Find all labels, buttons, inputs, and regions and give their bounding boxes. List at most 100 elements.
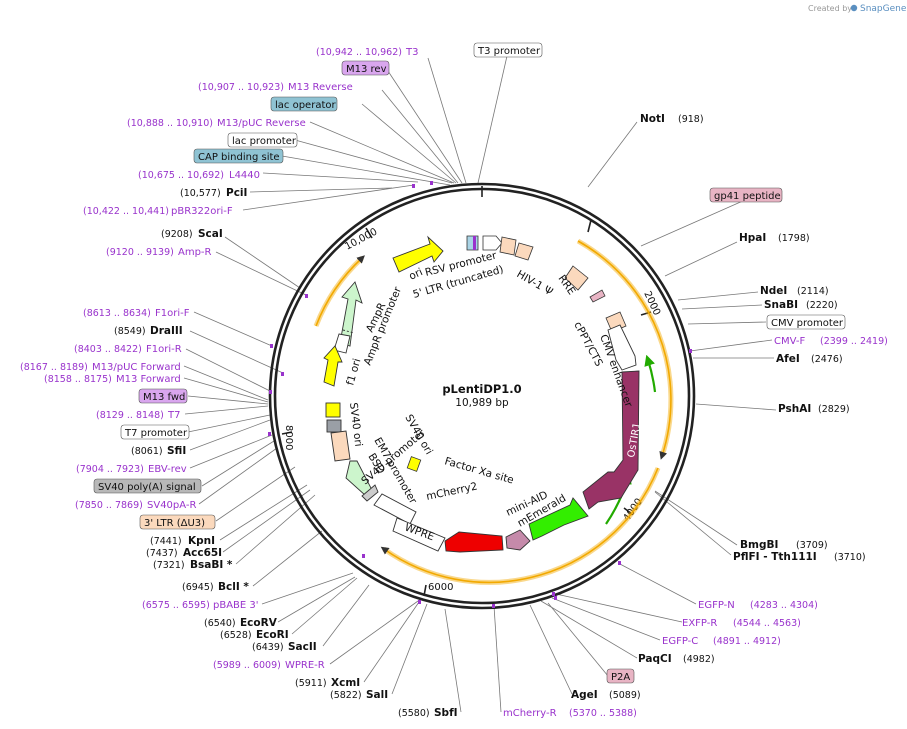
svg-text:BsaBI *: BsaBI * <box>190 559 233 571</box>
svg-text:SnaBI: SnaBI <box>764 299 798 311</box>
svg-text:(8167 .. 8189): (8167 .. 8189) <box>20 362 88 373</box>
feature-wpre <box>392 517 446 552</box>
label-f1-ori: f1 ori <box>344 357 363 387</box>
svg-text:(2114): (2114) <box>797 286 829 297</box>
svg-text:F1ori-F: F1ori-F <box>155 308 190 319</box>
svg-text:(10,422 .. 10,441): (10,422 .. 10,441) <box>83 206 169 217</box>
svg-text:M13 Forward: M13 Forward <box>116 374 181 385</box>
svg-text:WPRE-R: WPRE-R <box>285 660 325 671</box>
svg-text:P2A: P2A <box>611 672 630 683</box>
svg-text:AgeI: AgeI <box>571 689 598 701</box>
plasmid-title: pLentiDP1.0 10,989 bp <box>442 382 521 409</box>
svg-text:SalI: SalI <box>366 689 388 701</box>
svg-text:SfiI: SfiI <box>167 445 186 457</box>
label-ori: ori <box>407 266 424 283</box>
svg-text:(10,577): (10,577) <box>180 188 221 199</box>
svg-text:(2399 .. 2419): (2399 .. 2419) <box>820 336 888 347</box>
svg-text:T7 promoter: T7 promoter <box>124 428 188 439</box>
svg-text:(10,675 .. 10,692): (10,675 .. 10,692) <box>138 170 224 181</box>
svg-text:AfeI: AfeI <box>776 353 800 365</box>
feature-sv40-ori <box>325 402 341 418</box>
svg-text:Amp-R: Amp-R <box>178 247 212 258</box>
tick-8000: 8000 <box>283 425 294 450</box>
svg-text:PshAI: PshAI <box>778 403 811 415</box>
svg-text:Created by: Created by <box>808 4 852 13</box>
svg-text:(3710): (3710) <box>834 552 866 563</box>
svg-text:(5089): (5089) <box>609 690 641 701</box>
svg-text:EXFP-R: EXFP-R <box>682 618 717 629</box>
svg-text:(5580): (5580) <box>398 708 430 719</box>
svg-text:M13/pUC Forward: M13/pUC Forward <box>92 362 181 373</box>
svg-text:SacII: SacII <box>288 641 317 653</box>
feature-arrows <box>323 235 640 553</box>
svg-text:SbfI: SbfI <box>434 707 458 719</box>
tick-6000: 6000 <box>428 582 453 593</box>
svg-text:EcoRV: EcoRV <box>240 617 278 629</box>
site-dots <box>268 181 692 608</box>
feature-ostir1 <box>582 370 640 510</box>
svg-text:(7441): (7441) <box>150 536 182 547</box>
svg-text:(7437): (7437) <box>146 548 178 559</box>
feature-memerald <box>528 497 589 541</box>
svg-text:(5370 .. 5388): (5370 .. 5388) <box>569 708 637 719</box>
svg-text:EGFP-C: EGFP-C <box>662 636 698 647</box>
feature-small-grey <box>326 419 342 433</box>
svg-text:mCherry-R: mCherry-R <box>503 708 557 719</box>
svg-text:(10,942 .. 10,962): (10,942 .. 10,962) <box>316 47 402 58</box>
svg-text:(8613 .. 8634): (8613 .. 8634) <box>83 308 151 319</box>
svg-text:(10,907 .. 10,923): (10,907 .. 10,923) <box>198 82 284 93</box>
svg-text:HpaI: HpaI <box>739 232 766 244</box>
svg-text:SV40 poly(A) signal: SV40 poly(A) signal <box>98 482 196 493</box>
svg-text:XcmI: XcmI <box>331 677 360 689</box>
svg-text:(7904 .. 7923): (7904 .. 7923) <box>76 464 144 475</box>
svg-text:(6439): (6439) <box>252 642 284 653</box>
svg-text:EBV-rev: EBV-rev <box>148 464 187 475</box>
feature-mini-aid <box>505 529 531 551</box>
feature-ampr <box>339 281 363 347</box>
right-labels: T3 promoter NotI (918) gp41 peptide HpaI… <box>473 42 888 719</box>
feature-em7 <box>361 484 379 502</box>
svg-text:(2829): (2829) <box>818 404 850 415</box>
svg-text:(5911): (5911) <box>295 678 327 689</box>
svg-text:(2220): (2220) <box>806 300 838 311</box>
svg-text:(1798): (1798) <box>778 233 810 244</box>
svg-text:(8129 .. 8148): (8129 .. 8148) <box>96 410 164 421</box>
feature-mcherry2 <box>444 531 504 553</box>
svg-text:EGFP-N: EGFP-N <box>698 600 735 611</box>
plasmid-name: pLentiDP1.0 <box>442 382 521 396</box>
svg-text:SnapGene: SnapGene <box>860 4 907 14</box>
svg-text:(8061): (8061) <box>131 446 163 457</box>
svg-text:KpnI: KpnI <box>188 535 215 547</box>
svg-text:(9120 .. 9139): (9120 .. 9139) <box>106 247 174 258</box>
svg-text:F1ori-R: F1ori-R <box>146 344 182 355</box>
svg-text:(3709): (3709) <box>796 540 828 551</box>
svg-text:(4283 .. 4304): (4283 .. 4304) <box>750 600 818 611</box>
feature-ltr-block <box>330 430 351 462</box>
snapgene-logo-icon <box>850 4 858 12</box>
svg-text:PciI: PciI <box>226 187 247 199</box>
feature-ampr-promoter <box>333 333 351 354</box>
svg-text:PaqCI: PaqCI <box>638 653 672 665</box>
svg-text:CMV-F: CMV-F <box>774 336 805 347</box>
feature-bsd <box>345 460 373 497</box>
label-hiv-psi: HIV-1 Ψ <box>515 268 555 298</box>
svg-text:(4891 .. 4912): (4891 .. 4912) <box>713 636 781 647</box>
svg-text:(7850 .. 7869): (7850 .. 7869) <box>75 500 143 511</box>
svg-text:PflFI - Tth111I: PflFI - Tth111I <box>733 551 817 563</box>
svg-text:(10,888 .. 10,910): (10,888 .. 10,910) <box>127 118 213 129</box>
svg-text:ScaI: ScaI <box>198 228 223 240</box>
svg-text:lac operator: lac operator <box>275 100 336 111</box>
svg-text:(6540): (6540) <box>204 618 236 629</box>
svg-text:(5989 .. 6009): (5989 .. 6009) <box>213 660 281 671</box>
label-mcherry2: mCherry2 <box>425 480 478 503</box>
label-factor-xa: Factor Xa site <box>443 455 515 486</box>
snapgene-credit: Created by SnapGene <box>808 4 907 14</box>
svg-text:lac promoter: lac promoter <box>232 136 297 147</box>
svg-text:M13 rev: M13 rev <box>346 64 387 75</box>
svg-text:DraIII: DraIII <box>150 325 183 337</box>
svg-text:3' LTR (ΔU3): 3' LTR (ΔU3) <box>144 518 205 529</box>
svg-text:(8403 .. 8422): (8403 .. 8422) <box>74 344 142 355</box>
svg-text:(8158 .. 8175): (8158 .. 8175) <box>44 374 112 385</box>
svg-text:NdeI: NdeI <box>760 285 787 297</box>
